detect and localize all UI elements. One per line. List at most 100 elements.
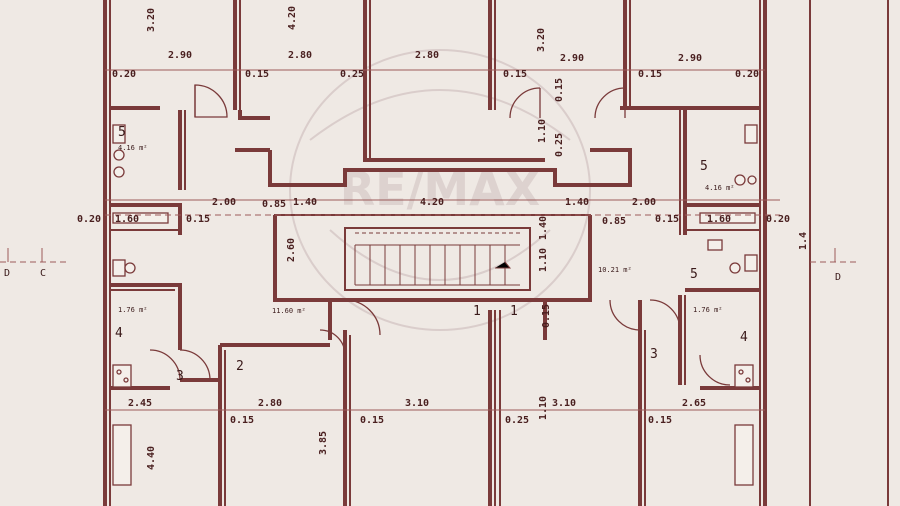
dim-label: 0.85 (602, 216, 626, 227)
dim-label: 1.60 (115, 214, 139, 225)
dim-label-vertical: 3.20 (536, 28, 547, 52)
dim-label: 0.15 (638, 69, 662, 80)
stove-icon (112, 364, 132, 388)
room-number: 1 (473, 304, 481, 319)
sink-icon (729, 262, 741, 274)
room-number: 1 (510, 304, 518, 319)
dim-label-vertical: 1.10 (537, 119, 548, 143)
dim-label: 0.25 (505, 415, 529, 426)
room-number: 3 (650, 347, 658, 362)
sink-icon (113, 149, 125, 161)
room-number: 4 (740, 330, 748, 345)
dim-label: 0.20 (766, 214, 790, 225)
dim-label: 0.20 (735, 69, 759, 80)
core-dimensions: 2.00 0.85 1.40 4.20 1.40 0.85 2.00 (212, 197, 656, 227)
dimension-lines (0, 69, 860, 411)
dim-label: 2.90 (678, 53, 702, 64)
toilet-icon (112, 259, 126, 277)
dim-label: 2.80 (288, 50, 312, 61)
dim-label-vertical: 0.25 (554, 133, 565, 157)
dim-label: 3.10 (552, 398, 576, 409)
dim-label: 0.15 (245, 69, 269, 80)
room-number: 4 (115, 326, 123, 341)
outer-walls (103, 0, 767, 506)
sink-icon (124, 262, 136, 274)
dim-label: 2.65 (682, 398, 706, 409)
dim-label-vertical: 1.10 (538, 396, 549, 420)
toilet-icon (112, 124, 126, 144)
dim-label: 4.20 (420, 197, 444, 208)
dim-label: 1.40 (293, 197, 317, 208)
dim-label: 2.80 (258, 398, 282, 409)
room-number: 5 (690, 267, 698, 282)
room-area: 1.76 m² (118, 306, 148, 314)
section-mark-d-right: D (835, 272, 841, 283)
dim-label: 0.15 (186, 214, 210, 225)
dim-label: 2.00 (212, 197, 236, 208)
dim-label: 1.60 (707, 214, 731, 225)
room-number: 5 (700, 159, 708, 174)
sink-icon (734, 174, 746, 186)
dim-label: 2.45 (128, 398, 152, 409)
dim-label: 2.90 (560, 53, 584, 64)
dim-label: 0.85 (262, 199, 286, 210)
section-mark-c-left: C (40, 268, 46, 279)
bathtub-icon (707, 239, 723, 251)
dim-label: 0.15 (655, 214, 679, 225)
counter-icon (112, 424, 132, 486)
dim-label-vertical: 3.20 (146, 8, 157, 32)
room-area: 10.21 m² (598, 266, 632, 274)
toilet-icon (744, 254, 758, 272)
room-number: 3 (176, 369, 184, 384)
dim-label: 0.15 (503, 69, 527, 80)
room-area: 1.76 m² (693, 306, 723, 314)
door-swings (149, 84, 731, 386)
dim-label: 0.25 (340, 69, 364, 80)
dim-label: 0.20 (112, 69, 136, 80)
sink-icon (747, 175, 757, 185)
room-labels: 5 4.16 m² 5 4.16 m² 4 1.76 m² 4 1.76 m² … (115, 125, 748, 384)
dim-label-vertical: 4.40 (146, 446, 157, 470)
right-wing (638, 110, 760, 506)
room-number: 5 (118, 125, 126, 140)
bottom-dimensions: 2.45 2.80 3.10 3.10 2.65 0.15 0.15 0.25 … (128, 396, 706, 470)
dim-label: 2.80 (415, 50, 439, 61)
plumbing-fixtures (112, 124, 758, 486)
dim-label-vertical: 2.60 (286, 238, 297, 262)
dim-label: 0.20 (77, 214, 101, 225)
dim-label-vertical: 0.15 (554, 78, 565, 102)
dim-label-vertical: 1.4 (798, 232, 809, 250)
counter-icon (734, 424, 754, 486)
shower-tray-icon (699, 212, 756, 224)
dim-label-vertical: 3.85 (318, 431, 329, 455)
top-dimensions: 2.90 2.80 2.80 2.90 2.90 0.20 0.15 0.25 … (112, 6, 759, 80)
shower-tray-icon (112, 212, 169, 224)
stairs (354, 232, 520, 286)
central-core (235, 148, 632, 340)
room-area: 4.16 m² (705, 184, 735, 192)
section-marks: D C D (4, 248, 841, 283)
dim-label-vertical: 1.10 (538, 248, 549, 272)
room-number: 2 (236, 359, 244, 374)
section-mark-d-left: D (4, 268, 10, 279)
mid-dimensions: 0.20 1.60 0.15 0.15 1.60 0.20 2.60 1.10 … (77, 78, 809, 328)
dim-label: 2.90 (168, 50, 192, 61)
bottom-partitions (343, 310, 501, 506)
dim-label: 0.15 (360, 415, 384, 426)
dim-label: 0.15 (230, 415, 254, 426)
toilet-icon (744, 124, 758, 144)
dim-label-vertical: 4.20 (287, 6, 298, 30)
room-area: 4.16 m² (118, 144, 148, 152)
dim-label-vertical: 0.15 (541, 304, 552, 328)
dim-label: 1.40 (565, 197, 589, 208)
left-wing (110, 110, 330, 506)
sink-icon (113, 166, 125, 178)
dim-label: 2.00 (632, 197, 656, 208)
dim-label: 3.10 (405, 398, 429, 409)
stove-icon (734, 364, 754, 388)
dim-label: 0.15 (648, 415, 672, 426)
top-partitions (110, 0, 760, 162)
room-area: 11.60 m² (272, 307, 306, 315)
